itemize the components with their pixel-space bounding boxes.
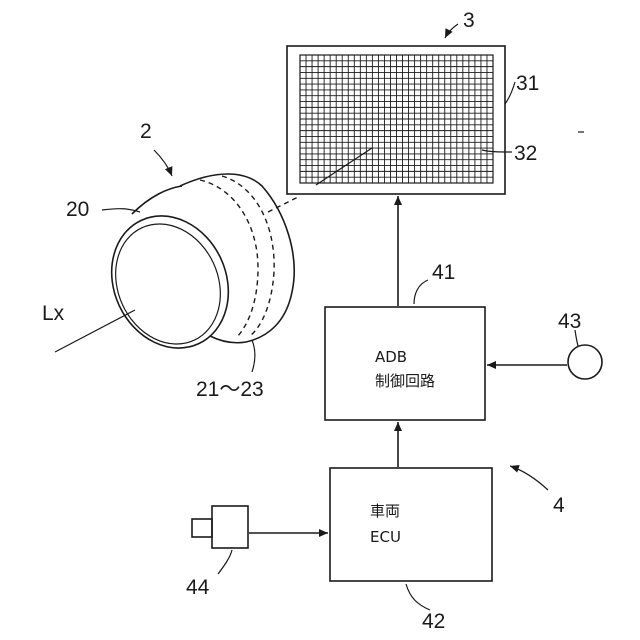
- ref-21-23: 21～23: [196, 378, 264, 401]
- camera-lens: [192, 519, 212, 537]
- leader-21-23: [252, 340, 255, 372]
- adb-label-line2: 制御回路: [375, 372, 435, 390]
- ref-31: 31: [516, 72, 539, 95]
- lens-rim-inner: [96, 207, 239, 362]
- ref-41: 41: [432, 261, 455, 284]
- switch-circle: [568, 345, 602, 379]
- light-source-ring-2: [222, 176, 274, 336]
- leader-31: [505, 82, 515, 104]
- leader-41: [414, 280, 428, 304]
- light-source-ring-1: [200, 180, 258, 338]
- lamp-top-edge: [132, 186, 182, 214]
- ref-32: 32: [514, 142, 537, 165]
- lamp-body-outline: [180, 174, 294, 342]
- ref-4: 4: [553, 494, 565, 517]
- ecu-label-line2: ECU: [370, 528, 401, 546]
- matrix-grid: [300, 55, 493, 183]
- ecu-box: [330, 468, 492, 581]
- camera-device: [192, 506, 248, 548]
- ref-2: 2: [140, 120, 152, 143]
- leader-32: [482, 150, 512, 152]
- ref-3: 3: [463, 9, 475, 32]
- ref-43: 43: [558, 310, 581, 333]
- leader-44: [218, 550, 232, 574]
- matrix-panel: [287, 46, 505, 194]
- adb-control-block: ADB 制御回路: [325, 307, 485, 420]
- ref-20: 20: [66, 198, 89, 221]
- vehicle-ecu-block: 車両 ECU: [330, 468, 492, 581]
- ref-44: 44: [186, 576, 210, 599]
- ref-lx: Lx: [42, 302, 65, 325]
- ecu-label-line1: 車両: [370, 502, 400, 520]
- adb-label-line1: ADB: [375, 348, 407, 366]
- leader-3: [445, 24, 458, 38]
- lamp-bottom-edge: [210, 336, 246, 343]
- optical-axis-front: [55, 310, 135, 352]
- leader-4: [510, 466, 548, 490]
- leader-2: [154, 150, 172, 176]
- camera-body: [212, 506, 248, 548]
- optical-axis-back: [268, 196, 300, 212]
- ref-42: 42: [422, 610, 445, 633]
- leader-42: [406, 584, 430, 610]
